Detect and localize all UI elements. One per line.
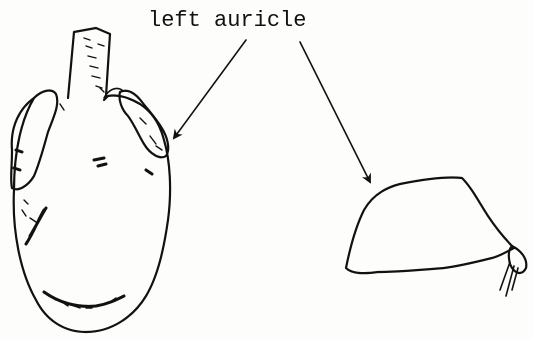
arrow-to-detached-auricle [300,42,370,182]
arrow-to-heart-auricle [174,40,246,138]
shade-right [146,170,152,174]
detached-auricle-drawing [346,177,526,296]
left-auricle-label: left auricle [148,8,306,33]
leader-arrows [174,40,370,182]
great-vessel-marks [84,38,104,88]
detached-auricle-outline [346,177,514,273]
heart-drawing [11,28,170,332]
shade-center [94,158,106,166]
great-vessel [68,28,110,98]
auricle-vessel-strands [500,262,518,296]
left-auricle-on-heart [119,91,168,158]
shade-groove [26,208,46,244]
shade-left-wall [22,200,36,222]
heart-outline [14,95,170,332]
shade-small [60,88,104,110]
